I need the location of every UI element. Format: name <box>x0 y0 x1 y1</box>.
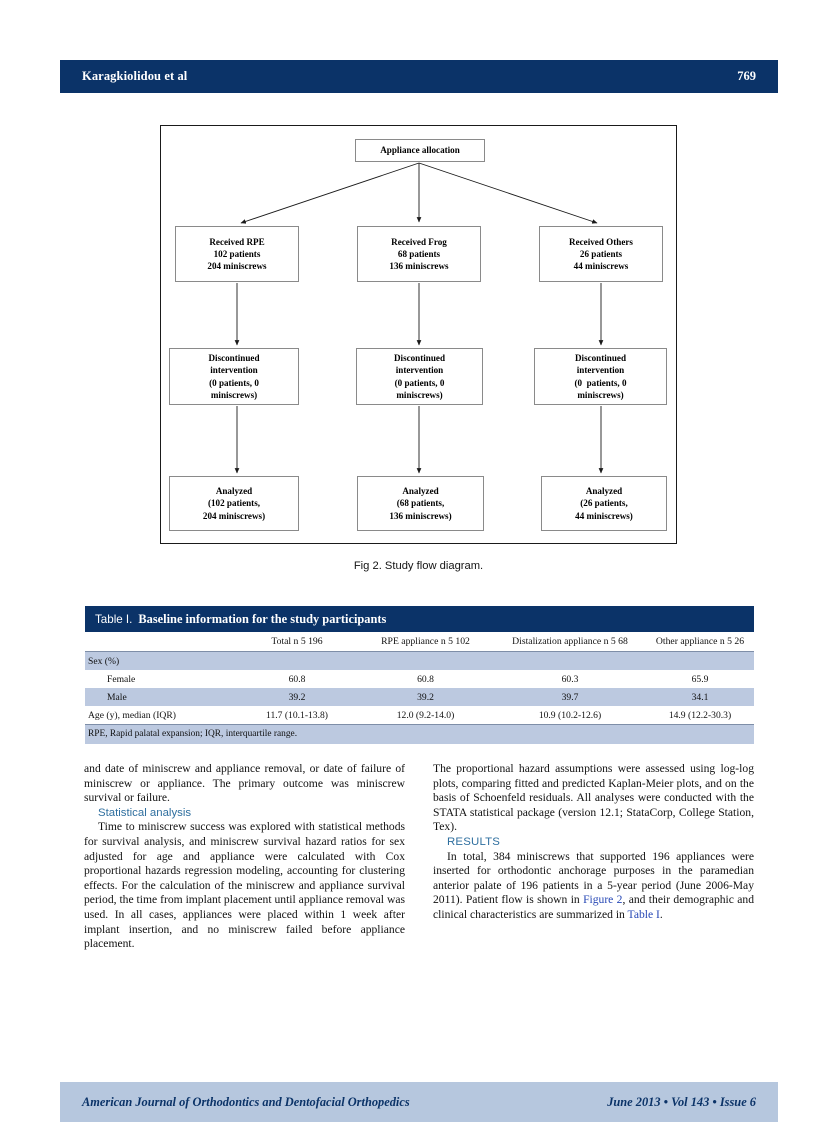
flow-node-disc2-line4: miniscrews) <box>396 389 443 400</box>
flow-node-discontinued-frog: Discontinued intervention (0 patients, 0… <box>356 348 483 405</box>
table-row: Age (y), median (IQR) 11.7 (10.1-13.8) 1… <box>85 706 754 724</box>
table-cell-sex-1 <box>357 651 494 670</box>
flow-node-disc1-line2: intervention <box>210 365 258 376</box>
flow-node-analyzed3-line2: (26 patients, <box>580 498 628 509</box>
flow-node-analyzed1-line2: (102 patients, <box>207 498 261 509</box>
flow-node-disc3-line1: Discontinued <box>574 352 627 363</box>
page-footer: American Journal of Orthodontics and Den… <box>60 1082 778 1122</box>
body-column-right: The proportional hazard assumptions were… <box>433 762 754 923</box>
table-col-header-distalization: Distalization appliance n 5 68 <box>494 632 646 652</box>
flow-node-frog-line1: Received Frog <box>391 236 447 247</box>
flow-node-disc2-line2: intervention <box>395 365 444 376</box>
table-cell-sex-label: Sex (%) <box>85 651 237 670</box>
table-cell-sex-3 <box>646 651 754 670</box>
table-cell-female-3: 65.9 <box>646 670 754 688</box>
running-head: Karagkiolidou et al 769 <box>60 60 778 93</box>
flow-node-other-line1: Received Others <box>569 236 633 247</box>
flow-node-root-line1: Appliance allocation <box>380 145 460 156</box>
flow-node-analyzed-rpe: Analyzed (102 patients, 204 miniscrews) <box>169 476 299 531</box>
body-column-left: and date of miniscrew and appliance remo… <box>84 762 405 952</box>
flow-node-disc3-line2: intervention <box>576 365 625 376</box>
flow-node-analyzed2-line2: (68 patients, <box>396 498 445 509</box>
link-figure-2[interactable]: Figure 2 <box>583 893 623 907</box>
link-table-1[interactable]: Table I <box>627 907 660 921</box>
right-paragraph-2-part2: , and their demographic and clinical cha… <box>433 893 755 921</box>
table-cell-male-label: Male <box>85 688 237 706</box>
right-paragraph-1: The proportional hazard assumptions were… <box>433 762 754 834</box>
section-heading-results: RESULTS <box>447 835 501 848</box>
running-head-author: Karagkiolidou et al <box>82 69 188 83</box>
table-cell-sex-0 <box>237 651 357 670</box>
flow-node-rpe-line3: 204 miniscrews <box>207 261 267 272</box>
flow-node-analyzed-frog: Analyzed (68 patients, 136 miniscrews) <box>357 476 484 531</box>
table-row: Male 39.2 39.2 39.7 34.1 <box>85 688 754 706</box>
table-cell-age-label: Age (y), median (IQR) <box>85 706 237 724</box>
flow-node-analyzed2-line1: Analyzed <box>402 486 439 497</box>
table-cell-age-0: 11.7 (10.1-13.8) <box>237 706 357 724</box>
table-cell-male-3: 34.1 <box>646 688 754 706</box>
flow-node-disc2-line1: Discontinued <box>393 352 446 363</box>
right-paragraph-2-part1: In total, 384 miniscrews that supported … <box>433 849 754 907</box>
table-cell-female-0: 60.8 <box>237 670 357 688</box>
flow-node-appliance-allocation: Appliance allocation <box>355 139 485 162</box>
flow-node-discontinued-others: Discontinued intervention (0 patients, 0… <box>534 348 667 405</box>
flow-node-frog-line2: 68 patients <box>397 248 441 259</box>
table-cell-age-3: 14.9 (12.2-30.3) <box>646 706 754 724</box>
baseline-information-table: Total n 5 196 RPE appliance n 5 102 Dist… <box>85 632 754 724</box>
flow-node-other-line3: 44 miniscrews <box>573 261 629 272</box>
table-cell-male-2: 39.7 <box>494 688 646 706</box>
flow-connectors <box>234 162 604 474</box>
flow-node-analyzed1-line3: 204 miniscrews) <box>202 510 266 521</box>
flow-node-disc3-line4: miniscrews) <box>577 389 624 400</box>
table-1-block: Table I. Baseline information for the st… <box>85 606 754 744</box>
table-col-header-rpe: RPE appliance n 5 102 <box>357 632 494 652</box>
flow-node-analyzed-others: Analyzed (26 patients, 44 miniscrews) <box>541 476 667 531</box>
table-cell-female-2: 60.3 <box>494 670 646 688</box>
left-paragraph-2: Time to miniscrew success was explored w… <box>84 820 405 951</box>
flow-node-disc1-line3: (0 patients, 0 <box>209 377 259 388</box>
left-paragraph-1: and date of miniscrew and appliance remo… <box>84 762 405 805</box>
flow-node-received-frog: Received Frog 68 patients 136 miniscrews <box>357 226 481 282</box>
table-title-bar: Table I. Baseline information for the st… <box>85 606 754 632</box>
table-cell-female-label: Female <box>85 670 237 688</box>
table-cell-female-1: 60.8 <box>357 670 494 688</box>
table-col-header-0 <box>85 632 237 652</box>
footer-issue-info: June 2013 • Vol 143 • Issue 6 <box>607 1094 756 1109</box>
table-title: Baseline information for the study parti… <box>138 611 387 626</box>
flow-node-received-rpe: Received RPE 102 patients 204 miniscrews <box>175 226 299 282</box>
flow-node-received-others: Received Others 26 patients 44 miniscrew… <box>539 226 663 282</box>
page-number: 769 <box>737 69 756 83</box>
flow-node-analyzed3-line1: Analyzed <box>585 486 623 497</box>
flow-node-disc1-line4: miniscrews) <box>210 389 258 400</box>
table-cell-sex-2 <box>494 651 646 670</box>
flow-node-rpe-line1: Received RPE <box>209 236 265 247</box>
table-cell-male-0: 39.2 <box>237 688 357 706</box>
table-row: Sex (%) <box>85 651 754 670</box>
table-cell-male-1: 39.2 <box>357 688 494 706</box>
table-footnote: RPE, Rapid palatal expansion; IQR, inter… <box>85 724 754 744</box>
flow-node-rpe-line2: 102 patients <box>213 248 261 259</box>
section-heading-statistical-analysis: Statistical analysis <box>98 806 192 819</box>
flow-node-other-line2: 26 patients <box>579 248 623 259</box>
table-col-header-other: Other appliance n 5 26 <box>646 632 754 652</box>
flow-node-analyzed3-line3: 44 miniscrews) <box>575 510 633 521</box>
figure-2-flow-diagram: Appliance allocation Received RPE 102 pa… <box>160 125 677 544</box>
right-paragraph-2: In total, 384 miniscrews that supported … <box>433 850 754 923</box>
footer-journal-name: American Journal of Orthodontics and Den… <box>82 1094 410 1109</box>
flow-node-frog-line3: 136 miniscrews <box>389 261 449 272</box>
table-header-row: Total n 5 196 RPE appliance n 5 102 Dist… <box>85 632 754 652</box>
flow-node-analyzed1-line1: Analyzed <box>215 486 253 497</box>
table-cell-age-2: 10.9 (10.2-12.6) <box>494 706 646 724</box>
table-row: Female 60.8 60.8 60.3 65.9 <box>85 670 754 688</box>
flow-node-disc1-line1: Discontinued <box>208 352 260 363</box>
table-col-header-total: Total n 5 196 <box>237 632 357 652</box>
table-cell-age-1: 12.0 (9.2-14.0) <box>357 706 494 724</box>
flow-node-analyzed2-line3: 136 miniscrews) <box>389 510 452 521</box>
flow-node-discontinued-rpe: Discontinued intervention (0 patients, 0… <box>169 348 299 405</box>
flow-node-disc2-line3: (0 patients, 0 <box>394 377 445 388</box>
table-label: Table I. <box>95 612 133 626</box>
flow-node-disc3-line3: (0 patients, 0 <box>574 377 627 388</box>
right-paragraph-2-part3: . <box>659 907 663 921</box>
figure-caption: Fig 2. Study flow diagram. <box>353 560 484 572</box>
